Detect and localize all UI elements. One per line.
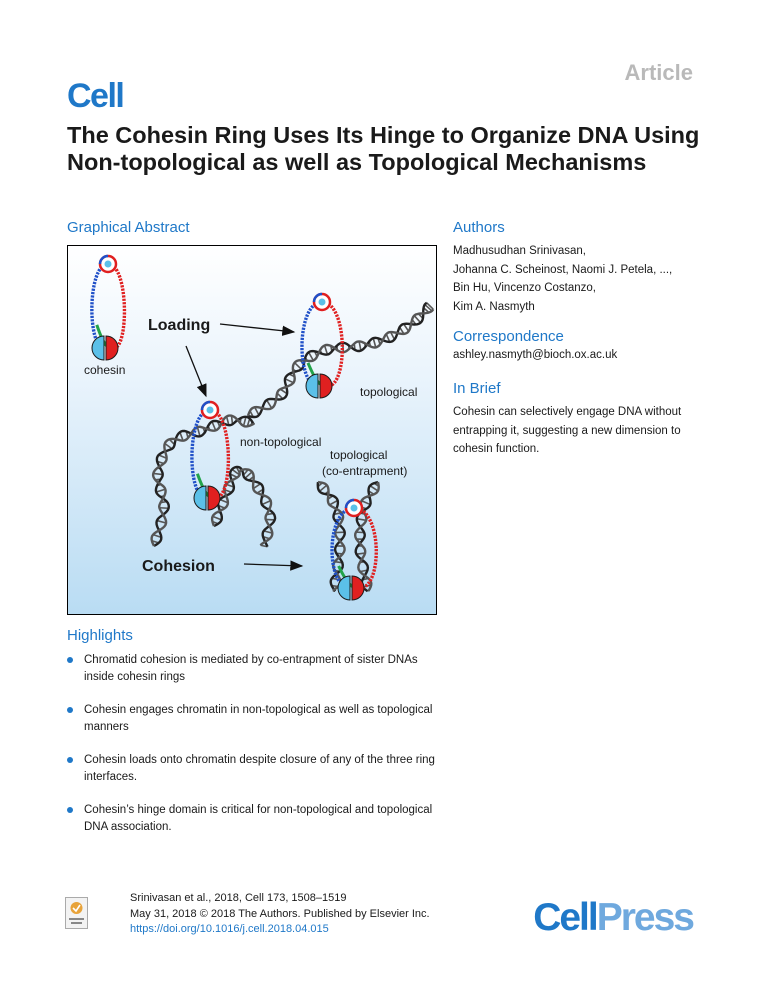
in-brief-text: Cohesin can selectively engage DNA witho… bbox=[453, 406, 682, 455]
cohesin-ring-icon bbox=[300, 292, 344, 399]
bullet-icon bbox=[67, 807, 73, 813]
graphical-abstract-svg: Loading cohesin topological non-topologi… bbox=[84, 254, 435, 601]
author-line: Johanna C. Scheinost, Naomi J. Petela, .… bbox=[453, 263, 673, 276]
label-topological-co: topological bbox=[330, 448, 387, 462]
correspondence-heading: Correspondence bbox=[453, 328, 564, 345]
cohesin-ring-icon bbox=[90, 254, 127, 361]
author-line: Madhusudhan Srinivasan, bbox=[453, 245, 586, 257]
label-loading: Loading bbox=[148, 317, 210, 334]
paper-title: The Cohesin Ring Uses Its Hinge to Organ… bbox=[67, 122, 700, 175]
article-label: Article bbox=[624, 60, 693, 85]
check-for-updates-icon[interactable] bbox=[65, 897, 88, 929]
label-non-topological: non-topological bbox=[240, 435, 321, 449]
author-line: Bin Hu, Vincenzo Costanzo, bbox=[453, 282, 596, 294]
citation-block: Srinivasan et al., 2018, Cell 173, 1508–… bbox=[130, 891, 430, 938]
highlight-item: Chromatid cohesion is mediated by co-ent… bbox=[67, 652, 447, 685]
bullet-icon bbox=[67, 757, 73, 763]
cohesin-ring-icon bbox=[190, 400, 230, 511]
authors-list: Madhusudhan Srinivasan, Johanna C. Schei… bbox=[453, 242, 723, 316]
authors-heading: Authors bbox=[453, 219, 505, 236]
graphical-abstract-heading: Graphical Abstract bbox=[67, 219, 190, 236]
highlight-item: Cohesin engages chromatin in non-topolog… bbox=[67, 702, 447, 735]
bullet-icon bbox=[67, 707, 73, 713]
publisher-logo: CellPress bbox=[533, 896, 695, 939]
cohesin-ring-icon bbox=[330, 498, 378, 601]
journal-logo: Cell bbox=[67, 77, 125, 115]
label-co-entrapment: (co-entrapment) bbox=[322, 464, 407, 478]
correspondence-email[interactable]: ashley.nasmyth@bioch.ox.ac.uk bbox=[453, 349, 618, 361]
highlights-heading: Highlights bbox=[67, 627, 133, 644]
highlight-item: Cohesin loads onto chromatin despite clo… bbox=[67, 752, 447, 785]
highlights-list: Chromatid cohesion is mediated by co-ent… bbox=[67, 652, 447, 852]
label-topological: topological bbox=[360, 385, 417, 399]
highlight-item: Cohesin’s hinge domain is critical for n… bbox=[67, 802, 447, 835]
author-line: Kim A. Nasmyth bbox=[453, 300, 535, 313]
doi-link[interactable]: https://doi.org/10.1016/j.cell.2018.04.0… bbox=[130, 923, 329, 935]
citation-date-line: May 31, 2018 © 2018 The Authors. Publish… bbox=[130, 907, 430, 920]
citation-line: Srinivasan et al., 2018, Cell 173, 1508–… bbox=[130, 892, 347, 904]
in-brief-heading: In Brief bbox=[453, 380, 501, 397]
arrow-icon bbox=[185, 323, 304, 571]
graphical-abstract-figure: Loading cohesin topological non-topologi… bbox=[67, 245, 437, 615]
bullet-icon bbox=[67, 657, 73, 663]
label-cohesin: cohesin bbox=[84, 363, 125, 377]
label-cohesion: Cohesion bbox=[142, 558, 215, 575]
